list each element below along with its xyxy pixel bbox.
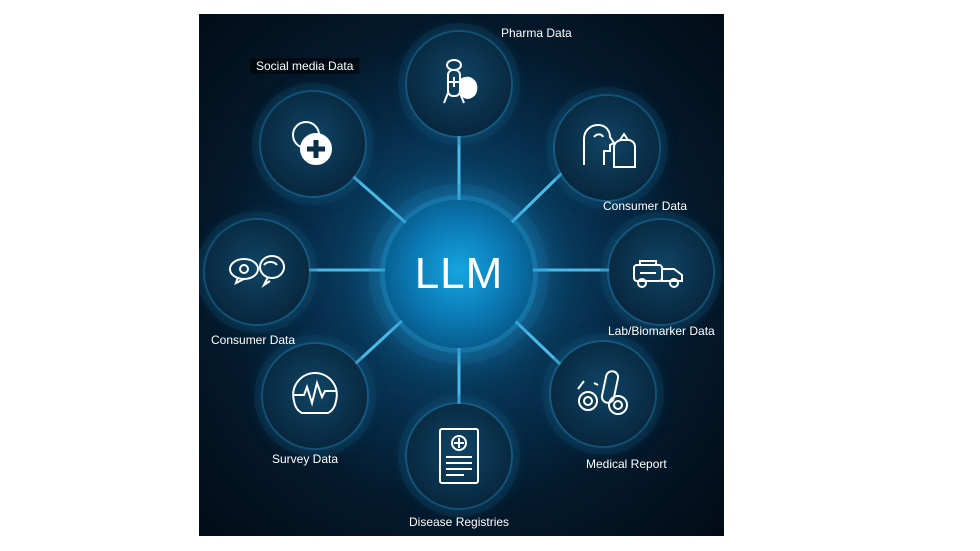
brain-wave-icon: [292, 371, 338, 414]
hub-label: LLM: [414, 249, 504, 298]
node-medical-report: [551, 342, 655, 446]
pharma-icon: [443, 59, 478, 104]
node-consumer-data-left: [205, 220, 309, 324]
llm-hub: LLM: [385, 200, 533, 348]
node-pharma-data: [407, 32, 511, 136]
node-lab-biomarker-data: [609, 220, 713, 324]
test-tube-icon: [577, 370, 628, 415]
connector-bottom-left: [353, 316, 407, 366]
node-consumer-data-right: [555, 96, 659, 200]
medical-cross-icon: [292, 121, 332, 165]
chat-bubble-icon: [229, 255, 285, 288]
connector-bottom-right: [510, 316, 562, 366]
label-consumer-data-right: Consumer Data: [603, 199, 688, 213]
label-disease-registries: Disease Registries: [409, 515, 510, 529]
node-disease-registries: [407, 404, 511, 508]
label-survey-data: Survey Data: [272, 452, 339, 466]
node-social-media-data: [261, 92, 365, 196]
connector-top-left: [346, 170, 407, 224]
lab-vehicle-icon: [633, 260, 683, 288]
label-social-media-data: Social media Data: [250, 58, 360, 74]
connector-lines: [304, 134, 610, 405]
diagram-panel: LLM: [199, 14, 724, 536]
label-medical-report: Medical Report: [586, 457, 667, 471]
connector-top-right: [510, 172, 563, 224]
label-lab-biomarker-data: Lab/Biomarker Data: [608, 324, 715, 338]
label-consumer-data-left: Consumer Data: [211, 333, 296, 347]
label-pharma-data: Pharma Data: [501, 26, 572, 40]
document-icon: [439, 428, 479, 484]
node-survey-data: [263, 344, 367, 448]
consumer-profile-icon: [583, 123, 636, 168]
